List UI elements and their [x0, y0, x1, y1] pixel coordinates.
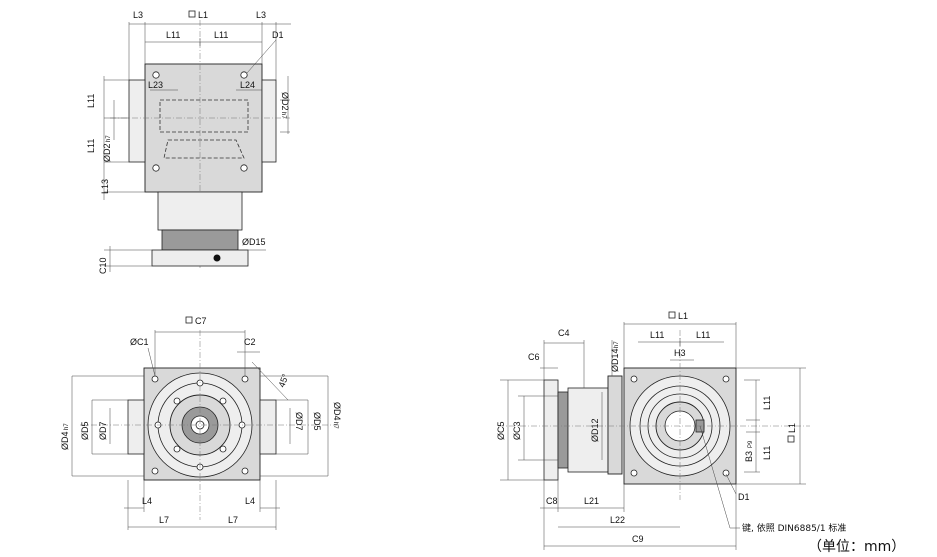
front-flange-hole [219, 445, 227, 453]
top-D2-left-tol: h7 [106, 135, 112, 142]
front-left-shaft [127, 399, 145, 455]
top-L11-v1: L11 [86, 94, 96, 108]
front-right-shaft [259, 399, 277, 455]
top-hole-br [240, 164, 248, 172]
front-corner-hole [241, 375, 249, 383]
top-hole-bl [152, 164, 160, 172]
top-L13: L13 [100, 179, 110, 194]
top-adapter [161, 229, 239, 251]
top-D15: ØD15 [242, 237, 266, 247]
side-D14-tol: h7 [614, 341, 620, 348]
square-symbol [787, 435, 795, 443]
top-L3-left: L3 [133, 10, 143, 20]
front-D4-right-tol: h7 [332, 422, 338, 429]
front-corner-hole [241, 467, 249, 475]
front-flange-hole [173, 397, 181, 405]
front-flange-hole [219, 397, 227, 405]
side-corner-hole [722, 375, 730, 383]
front-D5-left: ØD5 [80, 421, 90, 440]
side-C4: C4 [558, 328, 570, 338]
front-D4-left-tol: h7 [64, 423, 70, 430]
front-L7-left: L7 [159, 515, 169, 525]
front-L4-right: L4 [245, 496, 255, 506]
square-symbol [185, 316, 193, 324]
front-flange-hole [173, 445, 181, 453]
top-L1: L1 [198, 10, 208, 20]
top-D2-left: ØD2 [102, 143, 112, 162]
front-L4-left: L4 [142, 496, 152, 506]
square-symbol [668, 311, 676, 319]
side-L1: L1 [678, 311, 688, 321]
side-neck-flange [607, 375, 623, 475]
side-L1-v: L1 [787, 423, 797, 433]
top-L11-b: L11 [214, 30, 228, 40]
side-adapter [557, 391, 569, 469]
side-D14: ØD14 [610, 348, 620, 372]
front-corner-hole [151, 375, 159, 383]
front-view: C7 ØC1 C2 45° ØD4 h7 ØD5 ØD7 ØD7 ØD5 ØD4… [60, 316, 342, 530]
side-neck [567, 387, 609, 473]
top-D2-right: ØD2 [280, 92, 290, 111]
front-C1: ØC1 [130, 337, 149, 347]
side-H3: H3 [674, 348, 686, 358]
front-L7-right: L7 [228, 515, 238, 525]
side-corner-hole [722, 469, 730, 477]
side-C5: ØC5 [496, 421, 506, 440]
side-C8: C8 [546, 496, 558, 506]
top-right-boss [261, 79, 277, 163]
top-C10: C10 [98, 257, 108, 274]
side-B3-tol: P9 [748, 440, 754, 448]
top-L11-a: L11 [166, 30, 180, 40]
top-set-screw [213, 254, 221, 262]
top-D1: D1 [272, 30, 284, 40]
side-L11-b: L11 [696, 330, 710, 340]
top-L23: L23 [148, 80, 163, 90]
top-flange [151, 249, 249, 267]
side-D1: D1 [738, 492, 750, 502]
side-L22: L22 [610, 515, 625, 525]
unit-label: （单位：mm） [808, 539, 905, 555]
top-neck [157, 191, 243, 231]
side-corner-hole [630, 469, 638, 477]
key-standard-note: 键, 依照 DIN6885/1 标准 [742, 522, 846, 534]
side-C9: C9 [632, 534, 644, 544]
side-L21: L21 [584, 496, 599, 506]
top-hole-tl [152, 71, 160, 79]
top-left-boss [128, 79, 146, 163]
front-D7-left: ØD7 [98, 421, 108, 440]
square-symbol [188, 10, 196, 18]
front-D5-right: ØD5 [312, 412, 322, 431]
top-L24: L24 [240, 80, 255, 90]
side-L11-a: L11 [650, 330, 664, 340]
top-hole-tr [240, 71, 248, 79]
front-C7: C7 [195, 316, 207, 326]
top-view: L3 L1 L3 L11 L11 D1 L23 L24 ØD2 h7 L11 L… [86, 10, 291, 274]
front-D7-right: ØD7 [294, 412, 304, 431]
top-inner-cavity [163, 139, 245, 159]
side-corner-hole [630, 375, 638, 383]
top-D2-right-tol: h7 [280, 112, 286, 119]
top-L3-right: L3 [256, 10, 266, 20]
side-B3: B3 [744, 451, 754, 462]
side-C3: ØC3 [512, 421, 522, 440]
side-flange [543, 379, 559, 481]
side-L11-v1: L11 [762, 396, 772, 410]
top-L11-v2: L11 [86, 139, 96, 153]
side-C6: C6 [528, 352, 540, 362]
front-C2: C2 [244, 337, 256, 347]
front-D4-right: ØD4 [332, 402, 342, 421]
side-L11-v2: L11 [762, 446, 772, 460]
front-D4-left: ØD4 [60, 431, 70, 450]
top-inner-bore [159, 99, 249, 133]
front-angle: 45° [276, 372, 290, 389]
front-corner-hole [151, 467, 159, 475]
side-D12: ØD12 [590, 418, 600, 442]
side-view: C4 C6 ØD14 h7 L1 L11 L11 H3 ØC5 ØC3 ØD12… [496, 311, 846, 550]
